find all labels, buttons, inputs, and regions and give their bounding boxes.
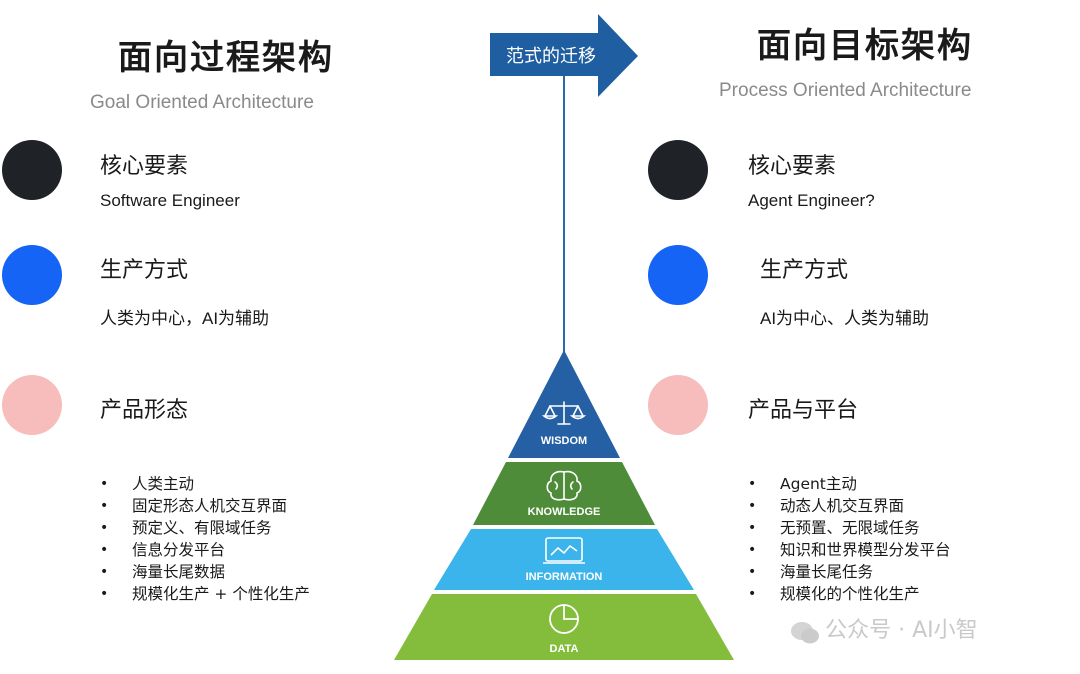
list-item: 无预置、无限域任务 (748, 517, 951, 539)
right-core-heading: 核心要素 (748, 154, 837, 179)
list-item: 动态人机交互界面 (748, 495, 951, 517)
left-product-heading: 产品形态 (100, 398, 189, 423)
right-subtitle: Process Oriented Architecture (719, 80, 972, 101)
right-core-text: Agent Engineer? (748, 191, 875, 210)
left-subtitle: Goal Oriented Architecture (90, 92, 314, 113)
right-pink-dot (648, 375, 708, 435)
pie-chart-icon (549, 604, 579, 634)
list-item: 信息分发平台 (100, 539, 310, 561)
list-item: 规模化的个性化生产 (748, 583, 951, 605)
list-item: 固定形态人机交互界面 (100, 495, 310, 517)
right-blue-dot (648, 245, 708, 305)
watermark: 公众号 · AI小智 (790, 612, 978, 645)
list-item: 人类主动 (100, 473, 310, 495)
right-dark-dot (648, 140, 708, 200)
watermark-text: 公众号 · AI小智 (825, 618, 978, 643)
list-item: 海量长尾数据 (100, 561, 310, 583)
data-label: DATA (550, 643, 579, 655)
left-dark-dot (2, 140, 62, 200)
brain-icon (546, 470, 582, 501)
wisdom-label: WISDOM (541, 435, 587, 447)
right-production-text: AI为中心、人类为辅助 (760, 309, 930, 328)
left-production-heading: 生产方式 (100, 258, 189, 283)
information-label: INFORMATION (526, 571, 603, 583)
left-bullet-list: 人类主动 固定形态人机交互界面 预定义、有限域任务 信息分发平台 海量长尾数据 … (100, 473, 310, 605)
monitor-chart-icon (543, 537, 585, 564)
list-item: 海量长尾任务 (748, 561, 951, 583)
transition-arrow: 范式的迁移 (490, 14, 638, 97)
left-core-text: Software Engineer (100, 191, 240, 210)
left-blue-dot (2, 245, 62, 305)
data-level (394, 594, 734, 660)
list-item: 知识和世界模型分发平台 (748, 539, 951, 561)
list-item: 规模化生产 + 个性化生产 (100, 583, 310, 605)
dikw-pyramid: WISDOM KNOWLEDGE INFORMATION DATA (394, 350, 734, 660)
left-pink-dot (2, 375, 62, 435)
list-item: 预定义、有限域任务 (100, 517, 310, 539)
list-item: Agent主动 (748, 473, 951, 495)
arrow-label: 范式的迁移 (506, 46, 596, 67)
right-title: 面向目标架构 (757, 26, 973, 66)
left-production-text: 人类为中心，AI为辅助 (100, 309, 270, 328)
information-level (434, 529, 694, 590)
right-production-heading: 生产方式 (760, 258, 849, 283)
wechat-icon (790, 621, 820, 645)
scales-icon (541, 401, 587, 425)
right-product-heading: 产品与平台 (748, 398, 859, 423)
left-core-heading: 核心要素 (100, 154, 189, 179)
knowledge-label: KNOWLEDGE (528, 506, 601, 518)
right-bullet-list: Agent主动 动态人机交互界面 无预置、无限域任务 知识和世界模型分发平台 海… (748, 473, 951, 605)
left-title: 面向过程架构 (118, 38, 334, 78)
